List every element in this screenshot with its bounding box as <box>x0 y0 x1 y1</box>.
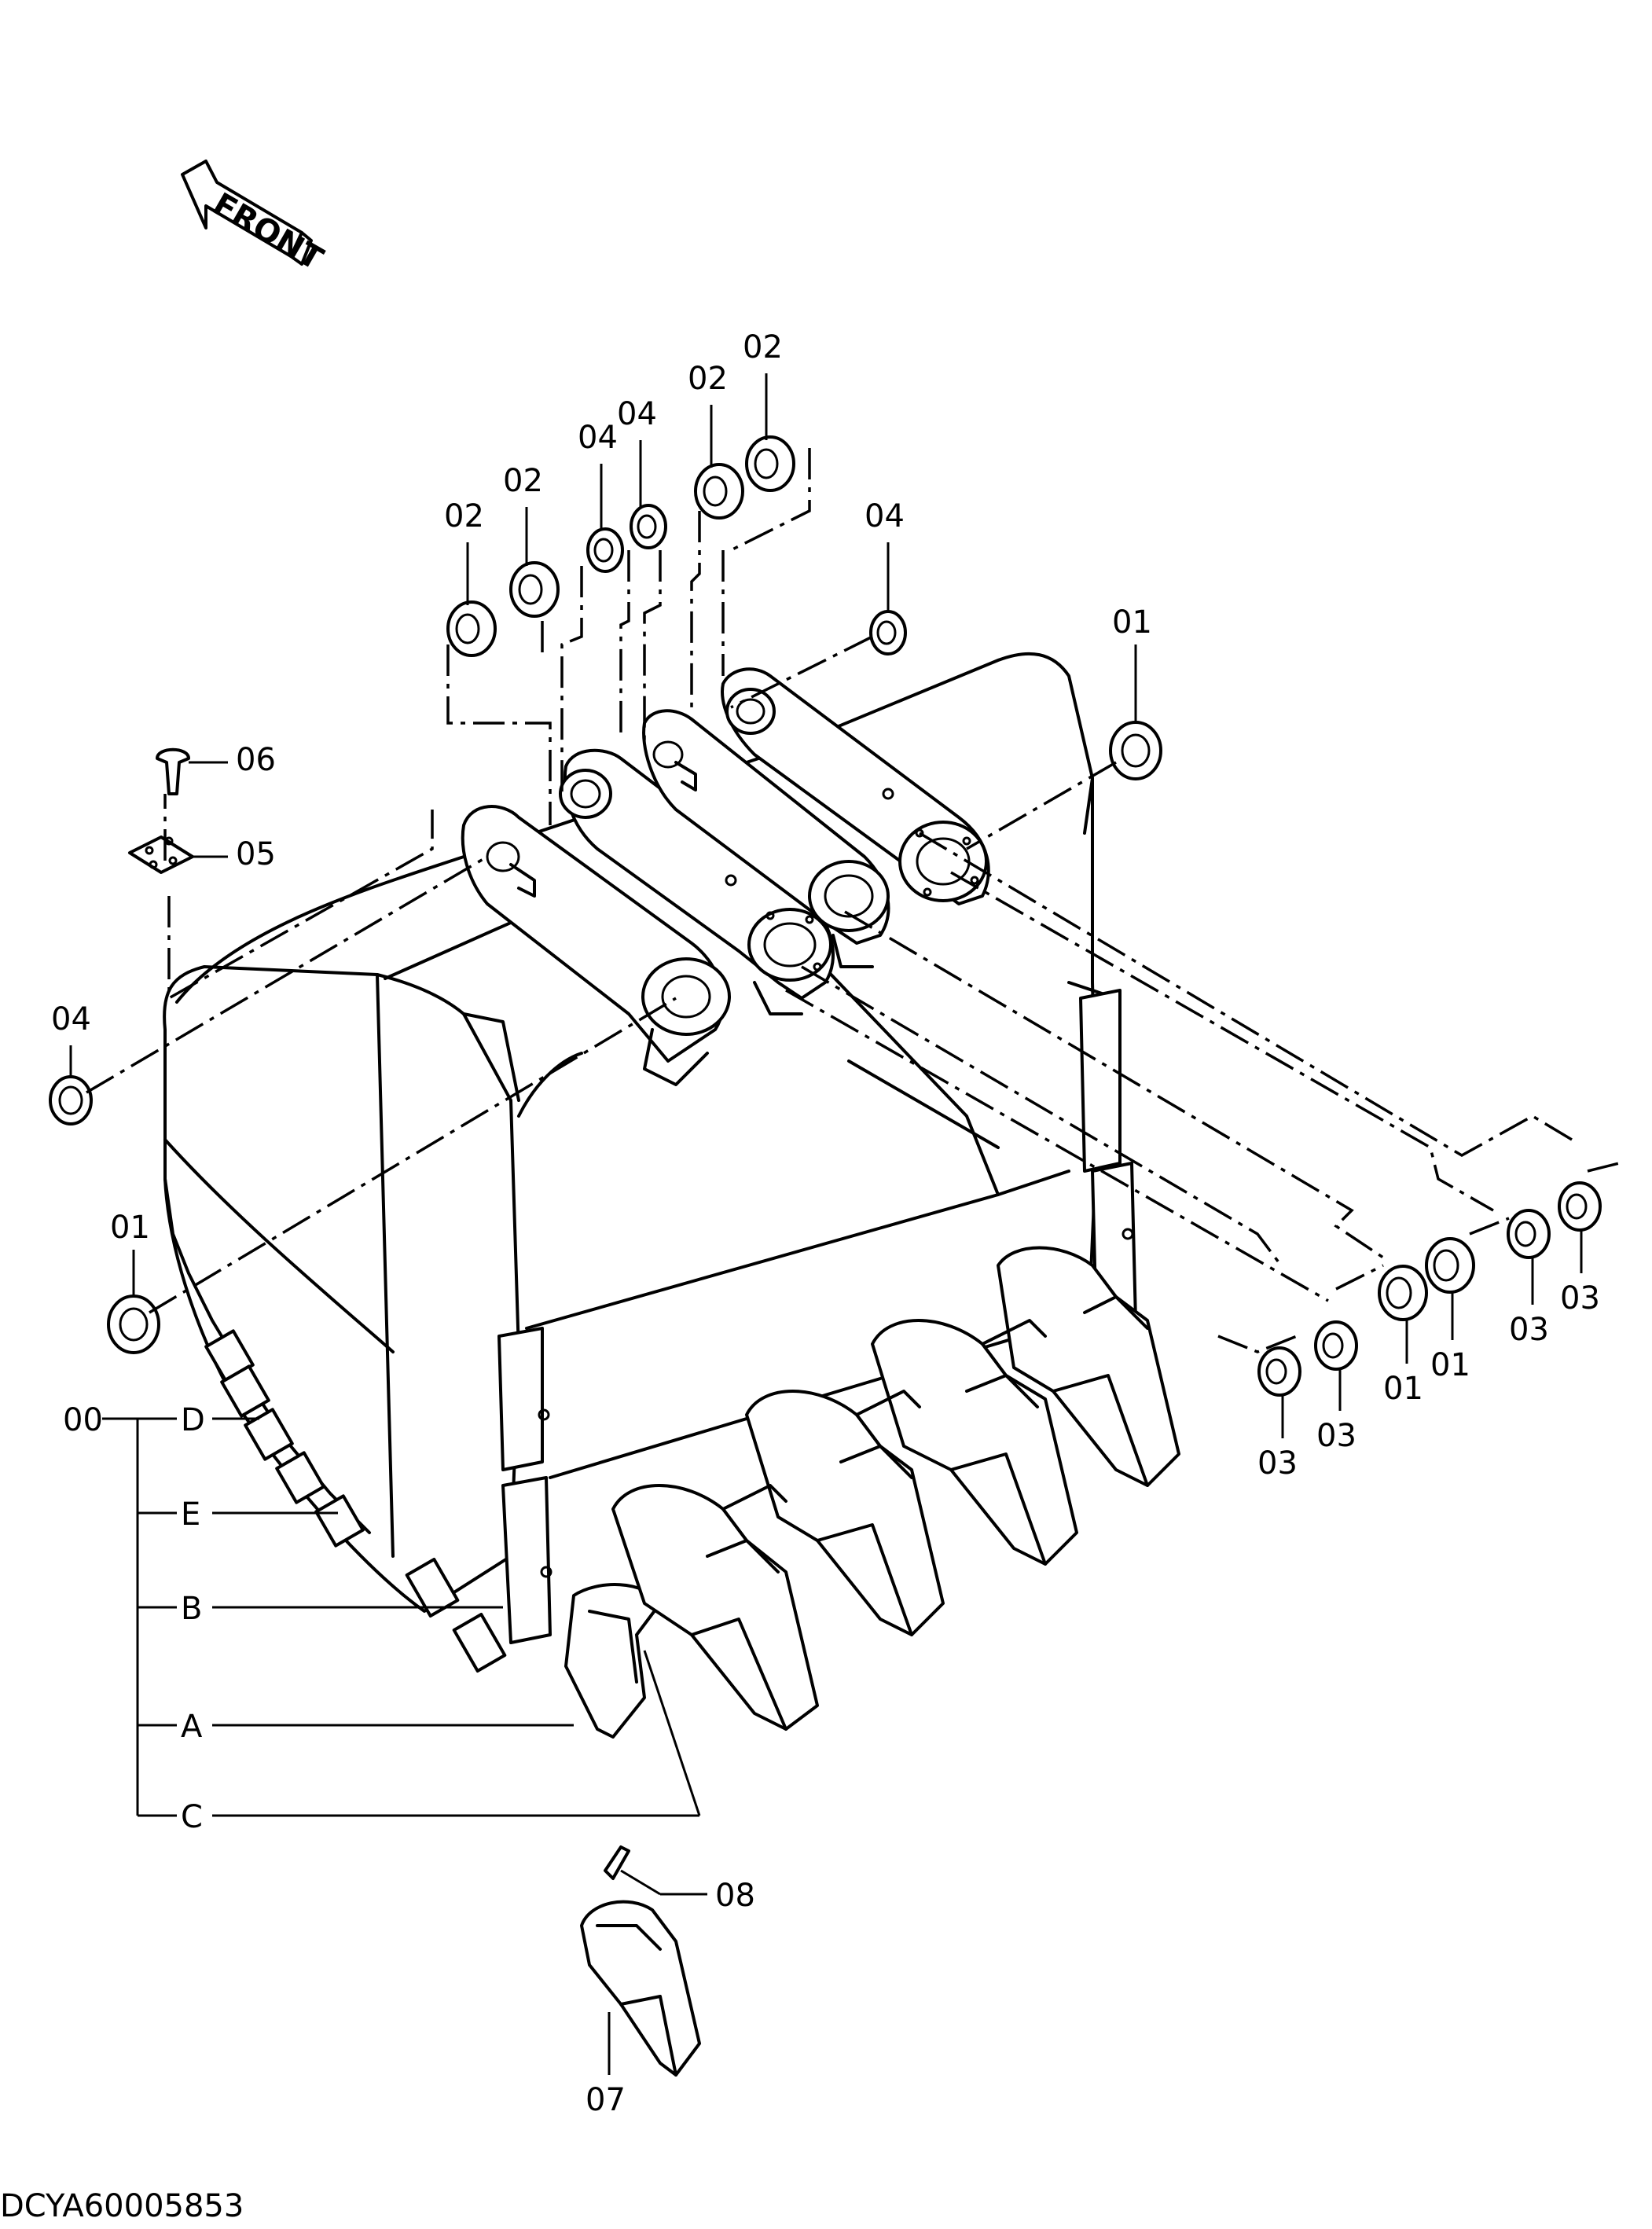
pin-ring-01-right-top <box>1109 721 1162 780</box>
assembly-item-e: E <box>181 1496 200 1533</box>
pin-ring-01-rb1 <box>1378 1265 1428 1321</box>
bushing-02-b <box>509 561 560 618</box>
seal-03-d <box>1558 1181 1602 1232</box>
bolt-06 <box>156 747 190 795</box>
callout-08: 08 <box>715 1878 755 1914</box>
assembly-item-d: D <box>181 1402 205 1438</box>
pin-ring-01-rb2 <box>1425 1237 1475 1294</box>
callout-01-left: 01 <box>110 1210 150 1246</box>
pin-08 <box>604 1845 630 1880</box>
seal-04-top-a <box>586 527 624 573</box>
loose-rings <box>49 435 1602 1397</box>
callout-04-left: 04 <box>51 1001 91 1037</box>
seal-04-top-c <box>869 610 907 655</box>
assembly-item-c: C <box>181 1799 203 1835</box>
callout-07: 07 <box>586 2082 626 2118</box>
seal-03-b <box>1314 1320 1358 1371</box>
bucket-teeth <box>564 1246 1180 1739</box>
link-brackets <box>461 667 990 1086</box>
assembly-centerlines <box>86 448 1620 1353</box>
callout-02-a: 02 <box>444 498 484 534</box>
assembly-item-b: B <box>181 1591 202 1627</box>
callout-labels: 02 02 04 04 02 02 04 01 06 05 04 01 01 0… <box>51 329 1600 2118</box>
assembly-root-00: 00 <box>63 1402 103 1438</box>
callout-03-d: 03 <box>1560 1280 1600 1316</box>
callout-02-d: 02 <box>743 329 783 365</box>
front-label: FRONT <box>207 186 329 278</box>
callout-01-rb1: 01 <box>1383 1371 1423 1407</box>
seal-03-c <box>1507 1209 1551 1259</box>
bushing-02-d <box>745 435 795 492</box>
callout-01-rb2: 01 <box>1430 1347 1470 1383</box>
seal-03-a <box>1257 1346 1301 1397</box>
callout-01-right-top: 01 <box>1112 604 1152 641</box>
pin-ring-01-left <box>107 1294 160 1354</box>
bushing-02-c <box>694 463 744 520</box>
drawing-code: DCYA60005853 <box>0 2188 244 2224</box>
bushing-02-a <box>446 600 497 657</box>
assembly-item-a: A <box>181 1709 203 1745</box>
callout-04-top-b: 04 <box>617 396 657 432</box>
callout-02-b: 02 <box>503 463 543 499</box>
callout-02-c: 02 <box>688 361 728 397</box>
bucket-body <box>163 652 1137 1673</box>
front-arrow-icon: FRONT <box>181 160 329 278</box>
plate-05 <box>128 835 194 874</box>
callout-03-b: 03 <box>1316 1418 1356 1454</box>
callout-05: 05 <box>236 836 276 872</box>
callout-04-top-c: 04 <box>865 498 905 534</box>
seal-04-top-b <box>630 504 667 549</box>
leader-lines <box>69 373 1583 2075</box>
callout-04-top-a: 04 <box>578 420 618 456</box>
tooth-07 <box>580 1900 701 2077</box>
callout-03-c: 03 <box>1509 1312 1549 1348</box>
seal-04-left <box>49 1075 93 1126</box>
callout-03-a: 03 <box>1257 1445 1298 1482</box>
callout-06: 06 <box>236 742 276 778</box>
